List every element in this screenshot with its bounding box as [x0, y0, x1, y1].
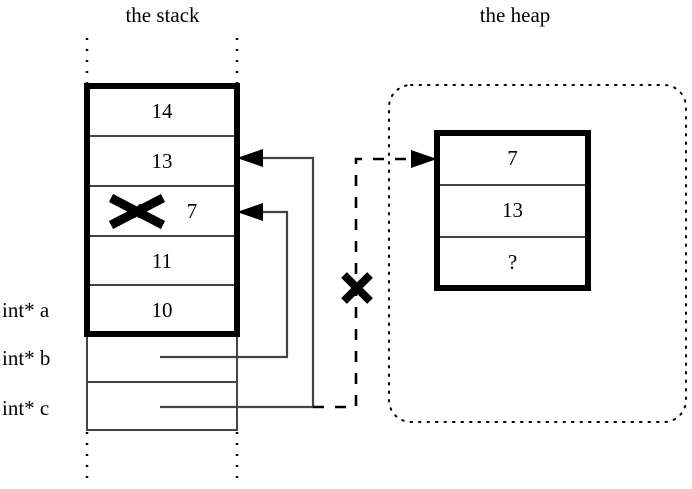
invalidated-pointer-x-icon	[341, 272, 373, 304]
pointer-c-dashed-arrowhead	[411, 150, 437, 168]
heap-cell-value-2: ?	[507, 250, 518, 274]
stack-cell-value-0: 14	[151, 99, 173, 123]
heap-cell-value-1: 13	[502, 198, 523, 222]
stack-frame-box	[84, 83, 240, 337]
pointer-b-arrowhead	[237, 203, 263, 221]
stack-cell-value-3: 11	[151, 249, 173, 273]
var-label-c: int* c	[2, 396, 50, 420]
pointer-b-line	[160, 210, 289, 359]
heap-region-boundary	[388, 84, 687, 423]
stack-cell-value-2-new: 7	[186, 199, 198, 223]
stack-cell-value-2-old: 12	[126, 199, 148, 223]
pointer-c-old-arrowhead	[237, 149, 263, 167]
var-label-a: int* a	[2, 298, 50, 322]
stack-title: the stack	[125, 3, 200, 27]
var-label-b: int* b	[2, 346, 51, 370]
stack-cell-value-4: 10	[151, 298, 173, 322]
strike-out-x-icon	[108, 194, 166, 229]
heap-cell-value-0: 7	[507, 146, 518, 170]
heap-block-box	[434, 130, 591, 291]
stack-cell-value-1: 13	[151, 149, 173, 173]
heap-title: the heap	[479, 3, 551, 27]
pointer-c-old-line	[160, 156, 315, 409]
